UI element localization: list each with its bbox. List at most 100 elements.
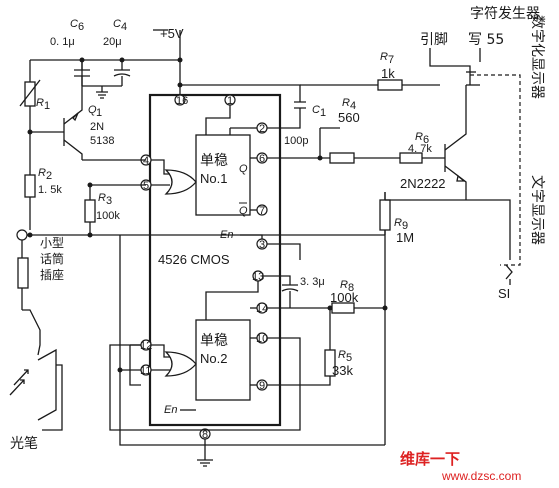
watermark-url: www.dzsc.com [441, 469, 521, 483]
light-rays [9, 369, 29, 396]
ic-name: 4526 CMOS [158, 252, 230, 267]
r2-value: 1. 5k [38, 184, 62, 196]
q1-arrow [72, 112, 79, 122]
c1-to-pin2 [267, 108, 301, 129]
wire-pin13-mono2 [205, 276, 259, 320]
text-display-text: 文字显示器 [529, 175, 545, 245]
q2-collector [444, 85, 467, 151]
capacitor-c3 [281, 284, 299, 292]
text-display-label: 文字显示器 [529, 175, 545, 245]
mono2-label-b: No.2 [200, 351, 227, 366]
r3-sub: 3 [106, 195, 112, 207]
pin-num: 13 [252, 271, 264, 283]
c3-value: 3. 3μ [300, 276, 325, 288]
r8-label: R [340, 279, 348, 291]
q2-type: 2N2222 [400, 176, 446, 191]
pin-7 [256, 204, 268, 216]
light-pen-body [22, 309, 41, 356]
capacitor-c4 [113, 60, 131, 86]
pin-num: 10 [256, 333, 268, 345]
r8-value: 100k [330, 290, 359, 305]
q1-type-1: 2N [90, 121, 104, 133]
pin-label: 引脚 [420, 32, 448, 48]
r3-value: 100k [96, 210, 120, 222]
q2-arrow [456, 174, 466, 182]
r7-label: R [380, 51, 388, 63]
pin-num: 2 [259, 123, 265, 135]
resistor-r2 [24, 174, 36, 198]
r4-label: R [342, 97, 350, 109]
c1-value: 100p [284, 135, 308, 147]
r7-value: 1k [381, 66, 395, 81]
jack-label-3: 插座 [40, 267, 64, 282]
q1-type-2: 5138 [90, 135, 114, 147]
pin-num: 14 [256, 303, 268, 315]
pin-num: 16 [176, 95, 188, 107]
rail-to-c1 [180, 84, 301, 102]
pin10-loop [109, 337, 301, 431]
r9-label: R [394, 217, 402, 229]
wire-pin1-mono1 [205, 100, 231, 135]
pin3-wire [267, 243, 301, 260]
char-gen-label: 字符发生器 [470, 6, 540, 22]
c1-sub: 1 [320, 107, 326, 119]
monostable-2-block [195, 319, 251, 401]
or-gate-2 [164, 351, 197, 377]
r1-variable-arrow [19, 79, 41, 107]
ray-arrow [20, 379, 25, 384]
pin12-pin11 [129, 345, 141, 386]
r5-sub: 5 [346, 352, 352, 364]
pin-num: 7 [259, 205, 265, 217]
si-switch [505, 264, 513, 280]
junction [177, 57, 183, 63]
c6-label: C [70, 18, 78, 30]
pin-num: 3 [259, 239, 265, 251]
c4-value: 20μ [103, 36, 122, 48]
junction [27, 232, 33, 238]
pin-num: 11 [140, 365, 151, 377]
c1-label: C [312, 104, 320, 116]
pin-num: 8 [202, 429, 208, 441]
pin-num: 12 [140, 340, 152, 352]
q1-collector [63, 139, 83, 160]
c4-label: C [113, 18, 121, 30]
r4-value: 560 [338, 110, 360, 125]
pin-num: 9 [259, 380, 265, 392]
r5-value: 33k [332, 363, 353, 378]
r1-label: R [36, 97, 44, 109]
mono1-label-a: 单稳 [200, 153, 228, 169]
r2-label: R [38, 167, 46, 179]
c4-sub: 4 [121, 21, 127, 33]
ray-arrow [24, 369, 29, 374]
r3-label: R [98, 192, 106, 204]
en2-label: En [164, 404, 177, 416]
junction [117, 367, 123, 373]
pin-num: 4 [143, 155, 149, 167]
pin-num: 5 [143, 180, 149, 192]
r1-sub: 1 [44, 100, 50, 112]
capacitor-c1 [294, 101, 306, 109]
digital-display-text: 数字化显示器 [529, 15, 545, 99]
pen-return [42, 364, 63, 431]
junction [317, 155, 323, 161]
q1-label: Q [88, 104, 97, 116]
jack-label-1: 小型 [40, 236, 64, 250]
r5-label: R [338, 349, 346, 361]
r9-value: 1M [396, 230, 414, 245]
pin-1 [224, 94, 236, 106]
write55-label: 写 55 [468, 32, 504, 48]
r6-label: R [415, 131, 423, 143]
r6-value: 4. 7k [408, 143, 432, 155]
q1-sub: 1 [96, 107, 102, 119]
monostable-1-block [195, 134, 251, 216]
junction [27, 129, 33, 135]
pin-num: 6 [259, 153, 265, 165]
pin-num: 1 [227, 95, 233, 107]
mono2-label-a: 单稳 [200, 333, 228, 349]
q-output-label: Q [239, 163, 248, 175]
ground-symbol-1 [96, 91, 108, 99]
resistor-r9 [379, 199, 391, 231]
mono1-label-b: No.1 [200, 171, 227, 186]
or-gate-1 [164, 169, 197, 195]
